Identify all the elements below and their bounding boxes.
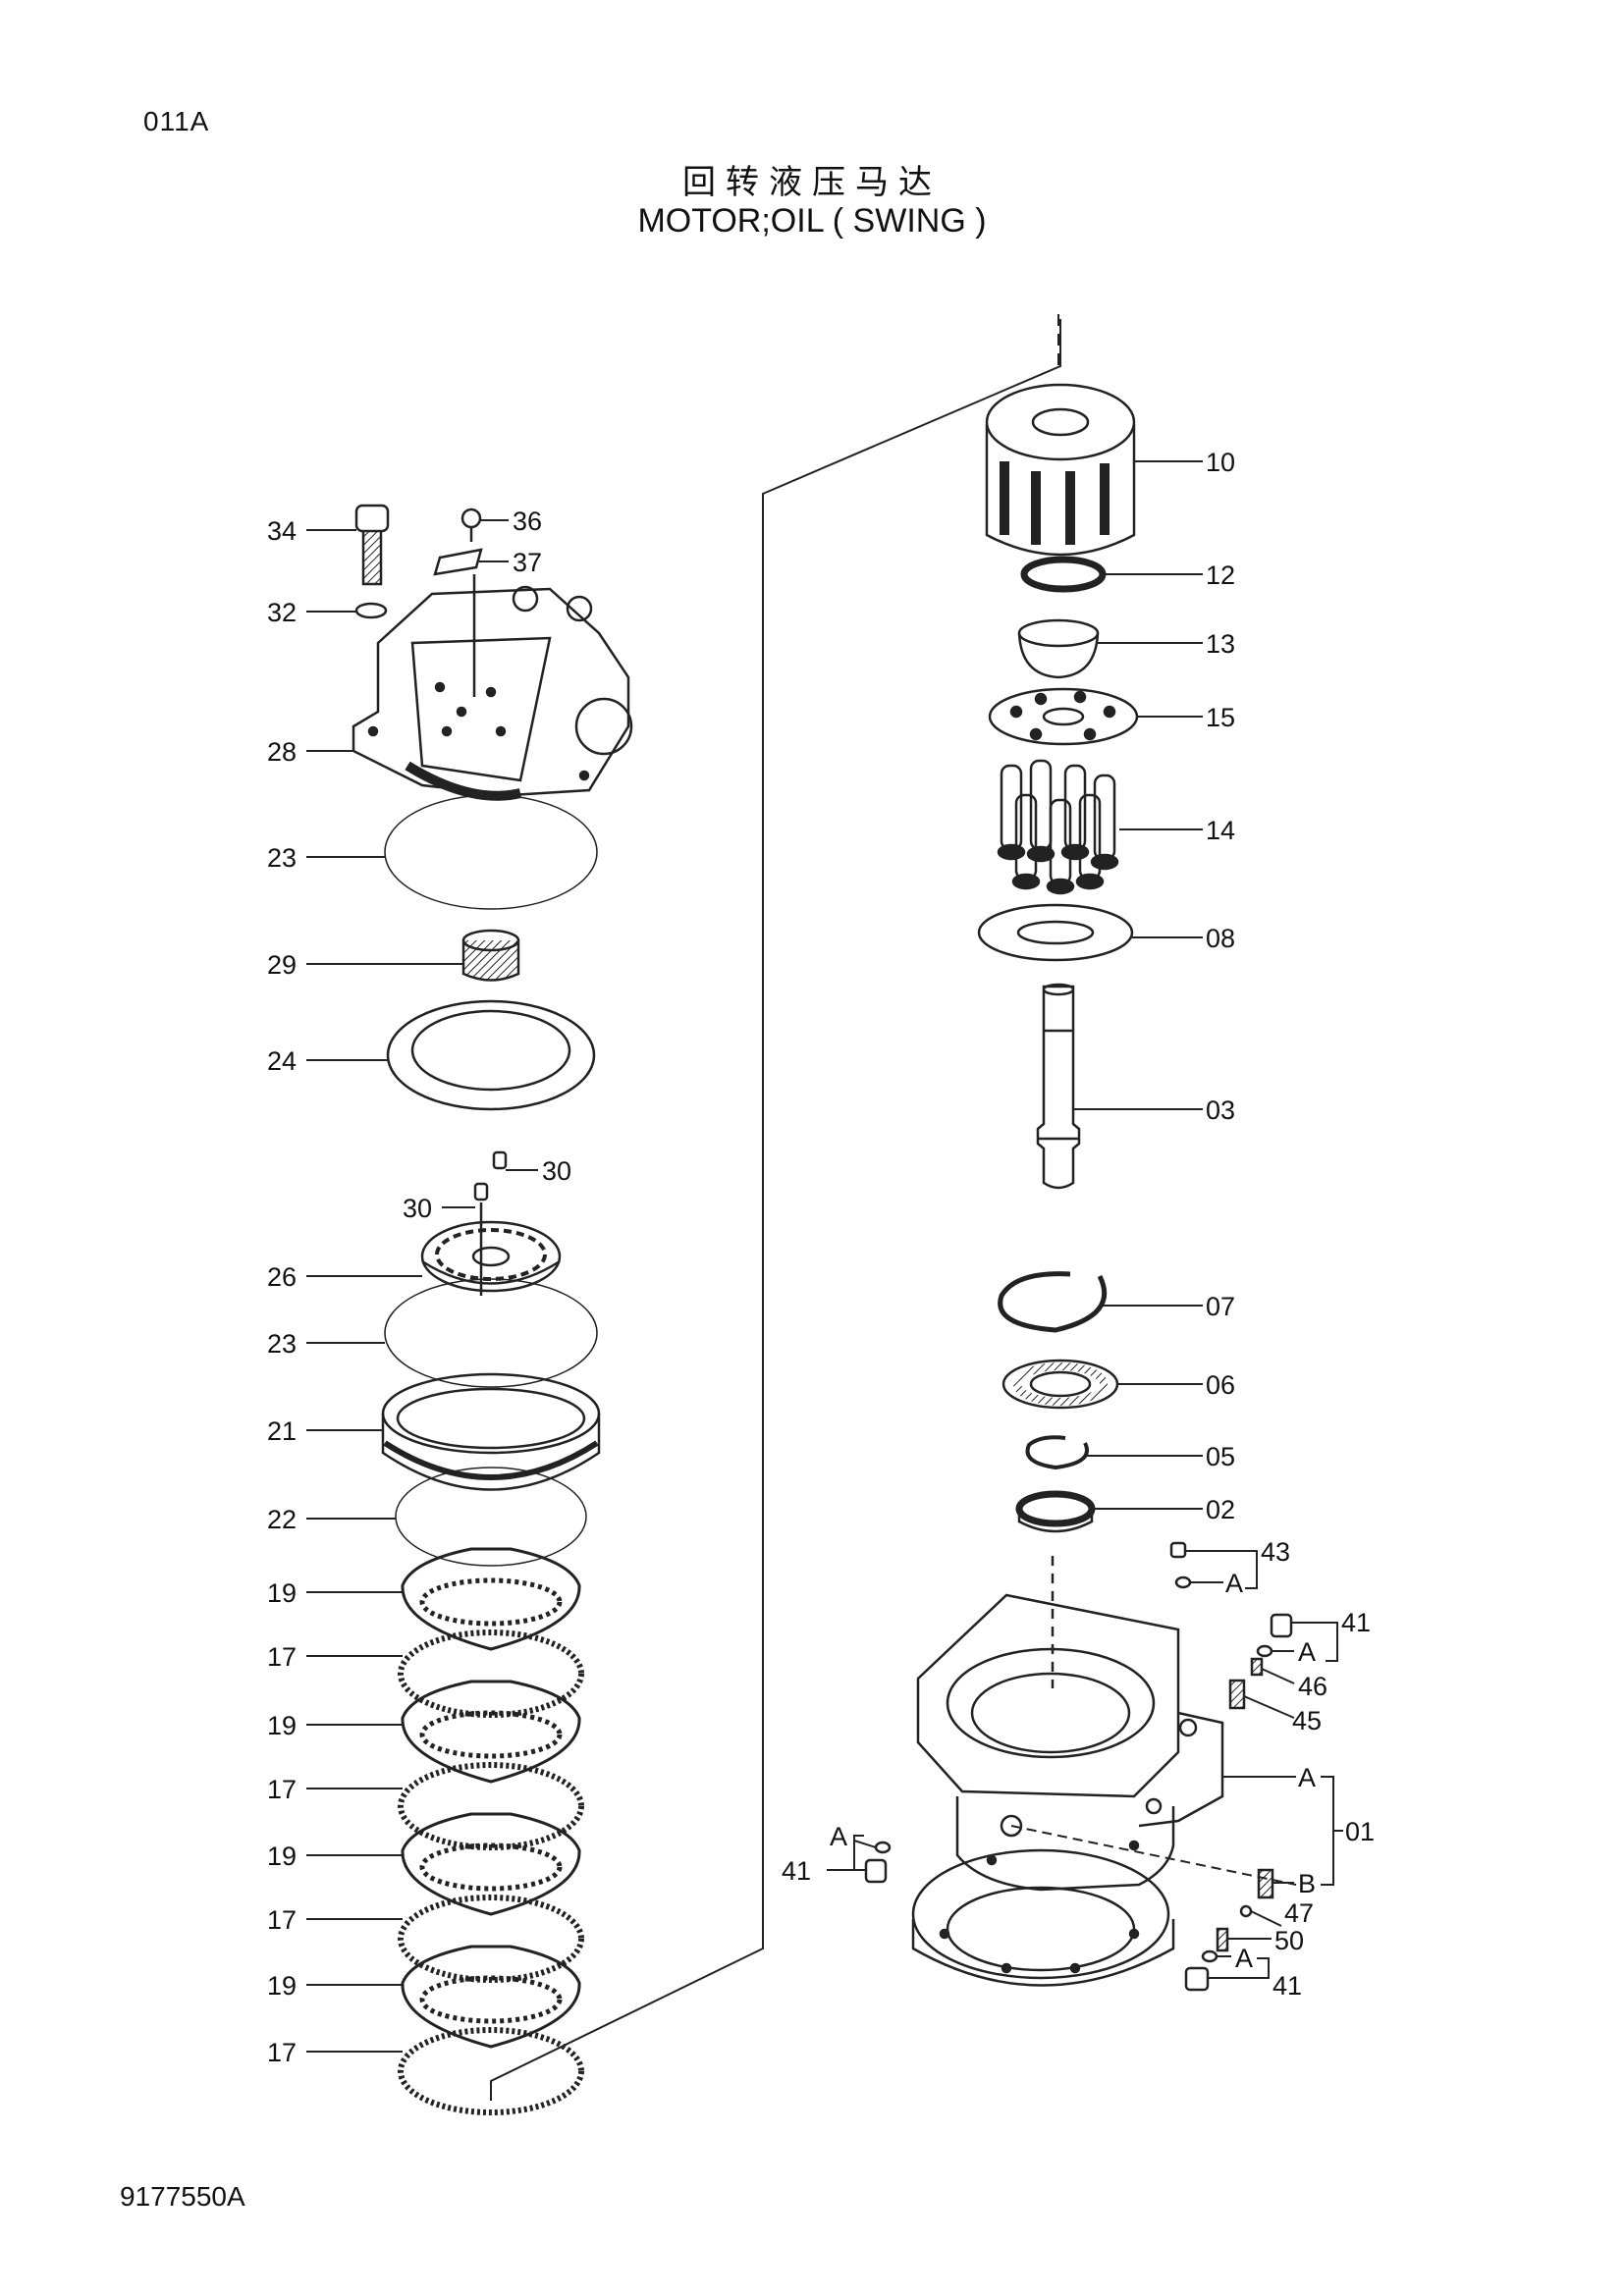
callout-01: 01: [1345, 1817, 1375, 1846]
callout-34: 34: [267, 516, 297, 546]
spring-50-part: [1216, 1927, 1229, 1952]
callout-06: 06: [1206, 1370, 1235, 1400]
page-code: 011A: [143, 106, 210, 136]
assembly-axis: [490, 314, 1061, 2101]
callout-37: 37: [513, 548, 542, 577]
o-ring-lower-part: [384, 1278, 598, 1388]
callout-47: 47: [1284, 1898, 1314, 1928]
callout-26: 26: [267, 1262, 297, 1292]
snap-ring-large-part: [998, 1271, 1108, 1333]
port-label-a: A: [1225, 1569, 1243, 1598]
callout-21: 21: [267, 1416, 297, 1446]
plug-41-lower-part: [1184, 1949, 1218, 1992]
ring-part: [1020, 556, 1107, 593]
callout-17-c: 17: [267, 1905, 297, 1935]
title-chinese: 回转液压马达: [682, 163, 942, 202]
callout-07: 07: [1206, 1292, 1235, 1321]
plug-30-lower-part: [473, 1182, 489, 1201]
oil-seal-part: [1015, 1490, 1096, 1533]
washer-part: [354, 602, 388, 619]
callout-30-lower: 30: [403, 1194, 432, 1223]
small-screw-part: [460, 507, 482, 542]
callout-29: 29: [267, 950, 297, 980]
callout-30-upper: 30: [542, 1156, 571, 1186]
brake-piston-part: [381, 1372, 601, 1491]
valve-45-part: [1228, 1679, 1246, 1710]
callout-41-lower: 41: [1272, 1971, 1302, 2001]
name-plate-part: [433, 548, 483, 576]
callout-14: 14: [1206, 816, 1235, 845]
plug-30-upper-part: [492, 1150, 508, 1170]
callout-19-a: 19: [267, 1578, 297, 1608]
callout-10: 10: [1206, 448, 1235, 477]
callout-36: 36: [513, 507, 542, 536]
callout-02: 02: [1206, 1495, 1235, 1524]
o-ring-upper-part: [384, 794, 598, 910]
piston-set-part: [997, 759, 1119, 895]
port-label-b: B: [1298, 1869, 1316, 1898]
callout-05: 05: [1206, 1442, 1235, 1471]
friction-plates-part: [398, 1547, 584, 2115]
o-ring-22-part: [395, 1467, 587, 1567]
left-callouts: 34 36 37 32 28 23 29 24 30 30 26 23 21 2…: [267, 507, 571, 2067]
valve-casing-part: [352, 574, 633, 801]
valve-b-part: [1257, 1868, 1274, 1899]
callout-19-c: 19: [267, 1842, 297, 1871]
callout-50: 50: [1274, 1926, 1304, 1955]
port-label-a: A: [1298, 1763, 1316, 1792]
callout-24: 24: [267, 1046, 297, 1076]
drawing-number: 9177550A: [120, 2181, 245, 2212]
callout-19-d: 19: [267, 1971, 297, 2001]
cylinder-block-part: [985, 383, 1136, 557]
shoe-plate-part: [977, 903, 1134, 962]
port-label-a: A: [1235, 1944, 1253, 1973]
drive-shaft-part: [1036, 983, 1081, 1190]
valve-46-part: [1250, 1657, 1264, 1677]
left-leader-lines: [306, 519, 538, 2053]
snap-ring-small-part: [1025, 1435, 1089, 1470]
callout-17-a: 17: [267, 1642, 297, 1672]
ball-bearing-part: [1001, 1359, 1119, 1410]
spherical-bush-part: [1017, 618, 1100, 679]
callout-17-b: 17: [267, 1775, 297, 1804]
right-leader-lines: [827, 460, 1343, 1979]
callout-03: 03: [1206, 1095, 1235, 1125]
plug-47-part: [1239, 1904, 1253, 1918]
plug-43-part: [1169, 1541, 1192, 1589]
callout-08: 08: [1206, 924, 1235, 953]
retainer-plate-part: [988, 687, 1139, 746]
callout-19-b: 19: [267, 1711, 297, 1740]
callout-12: 12: [1206, 561, 1235, 590]
needle-bearing-part: [461, 929, 520, 982]
port-label-a: A: [1298, 1637, 1316, 1667]
motor-housing-part: [911, 1593, 1224, 1987]
callout-41-left: 41: [782, 1856, 811, 1886]
cap-screw-part: [354, 504, 390, 586]
callout-28: 28: [267, 737, 297, 767]
valve-plate-part: [420, 1202, 562, 1296]
callout-23-lower: 23: [267, 1329, 297, 1359]
callout-15: 15: [1206, 703, 1235, 732]
right-callouts: 10 12 13 15 14 08 03 07 06 05 02 43 A 41…: [782, 448, 1375, 2001]
callout-41-upper: 41: [1341, 1608, 1371, 1637]
plug-41-left-part: [864, 1841, 892, 1884]
callout-22: 22: [267, 1505, 297, 1534]
callout-45: 45: [1292, 1706, 1322, 1735]
thrust-plate-part: [386, 999, 596, 1111]
port-label-a: A: [830, 1822, 847, 1851]
callout-23-upper: 23: [267, 843, 297, 873]
callout-43: 43: [1261, 1537, 1290, 1567]
title-english: MOTOR;OIL ( SWING ): [637, 202, 987, 240]
plug-41-upper-part: [1256, 1613, 1293, 1658]
callout-32: 32: [267, 598, 297, 627]
callout-46: 46: [1298, 1672, 1327, 1701]
callout-13: 13: [1206, 629, 1235, 659]
callout-17-d: 17: [267, 2038, 297, 2067]
